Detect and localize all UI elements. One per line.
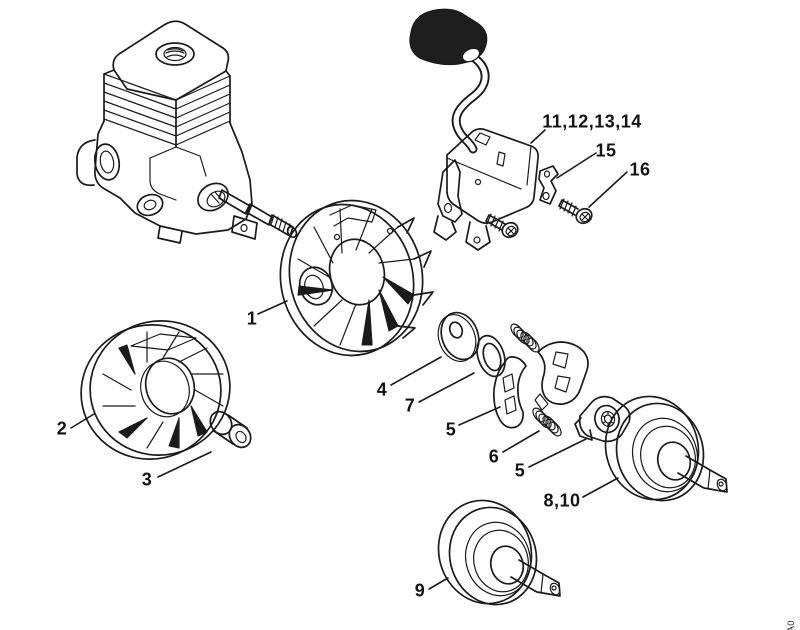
callout-part-8-10: 8,10 — [543, 490, 581, 511]
callout-part-5b: 5 — [514, 460, 526, 481]
crankshaft-drawing — [218, 189, 298, 239]
clutch-hub-drawing — [574, 395, 631, 443]
leader-line-3 — [157, 451, 212, 478]
callout-part-9: 9 — [414, 580, 426, 601]
clutch-shoes-drawing — [493, 341, 589, 429]
callout-part-3: 3 — [141, 469, 153, 490]
washer-7-drawing — [476, 334, 506, 378]
leader-line-16 — [588, 171, 628, 208]
spring-6-drawing — [532, 407, 562, 437]
spring-drawing — [510, 323, 540, 353]
leader-line-6 — [502, 430, 540, 453]
document-code: 4140-GET-0003-A0 — [786, 620, 797, 630]
leader-line-7 — [418, 372, 475, 403]
callout-part-16: 16 — [629, 159, 651, 180]
callout-part-15: 15 — [595, 140, 617, 161]
callout-part-11-14: 11,12,13,14 — [542, 111, 642, 132]
flywheel-2-drawing — [80, 320, 231, 460]
boot-nose — [461, 47, 481, 63]
screw-16-drawing — [558, 198, 593, 225]
leader-lines — [70, 129, 628, 590]
leader-line-2 — [70, 413, 95, 429]
callout-part-7: 7 — [404, 395, 416, 416]
ignition-module-drawing — [433, 128, 539, 251]
screw-drawing — [485, 213, 519, 239]
clutch-drum-9-drawing — [425, 488, 563, 616]
leader-line-8-10 — [582, 477, 619, 498]
clutch-drum-8-10-drawing — [604, 395, 728, 502]
leader-line-1 — [257, 300, 288, 315]
leader-line-5a — [458, 406, 501, 426]
leader-line-5b — [528, 438, 587, 468]
engine-assembly-drawing — [76, 20, 258, 244]
callout-part-1: 1 — [246, 308, 258, 329]
leader-line-15 — [556, 152, 597, 179]
callout-part-6: 6 — [488, 446, 500, 467]
leader-line-11-14 — [530, 129, 546, 144]
sleeve-3-drawing — [209, 410, 252, 449]
flywheel-1-drawing — [279, 199, 434, 357]
callout-part-4: 4 — [376, 379, 388, 400]
leader-line-4 — [390, 356, 442, 386]
callout-part-5: 5 — [445, 419, 457, 440]
mounting-bracket-drawing — [538, 165, 559, 205]
spark-plug-boot-drawing — [409, 8, 490, 154]
washer-4-drawing — [437, 311, 480, 362]
callout-part-2: 2 — [56, 418, 68, 439]
leader-line-9 — [428, 577, 449, 590]
